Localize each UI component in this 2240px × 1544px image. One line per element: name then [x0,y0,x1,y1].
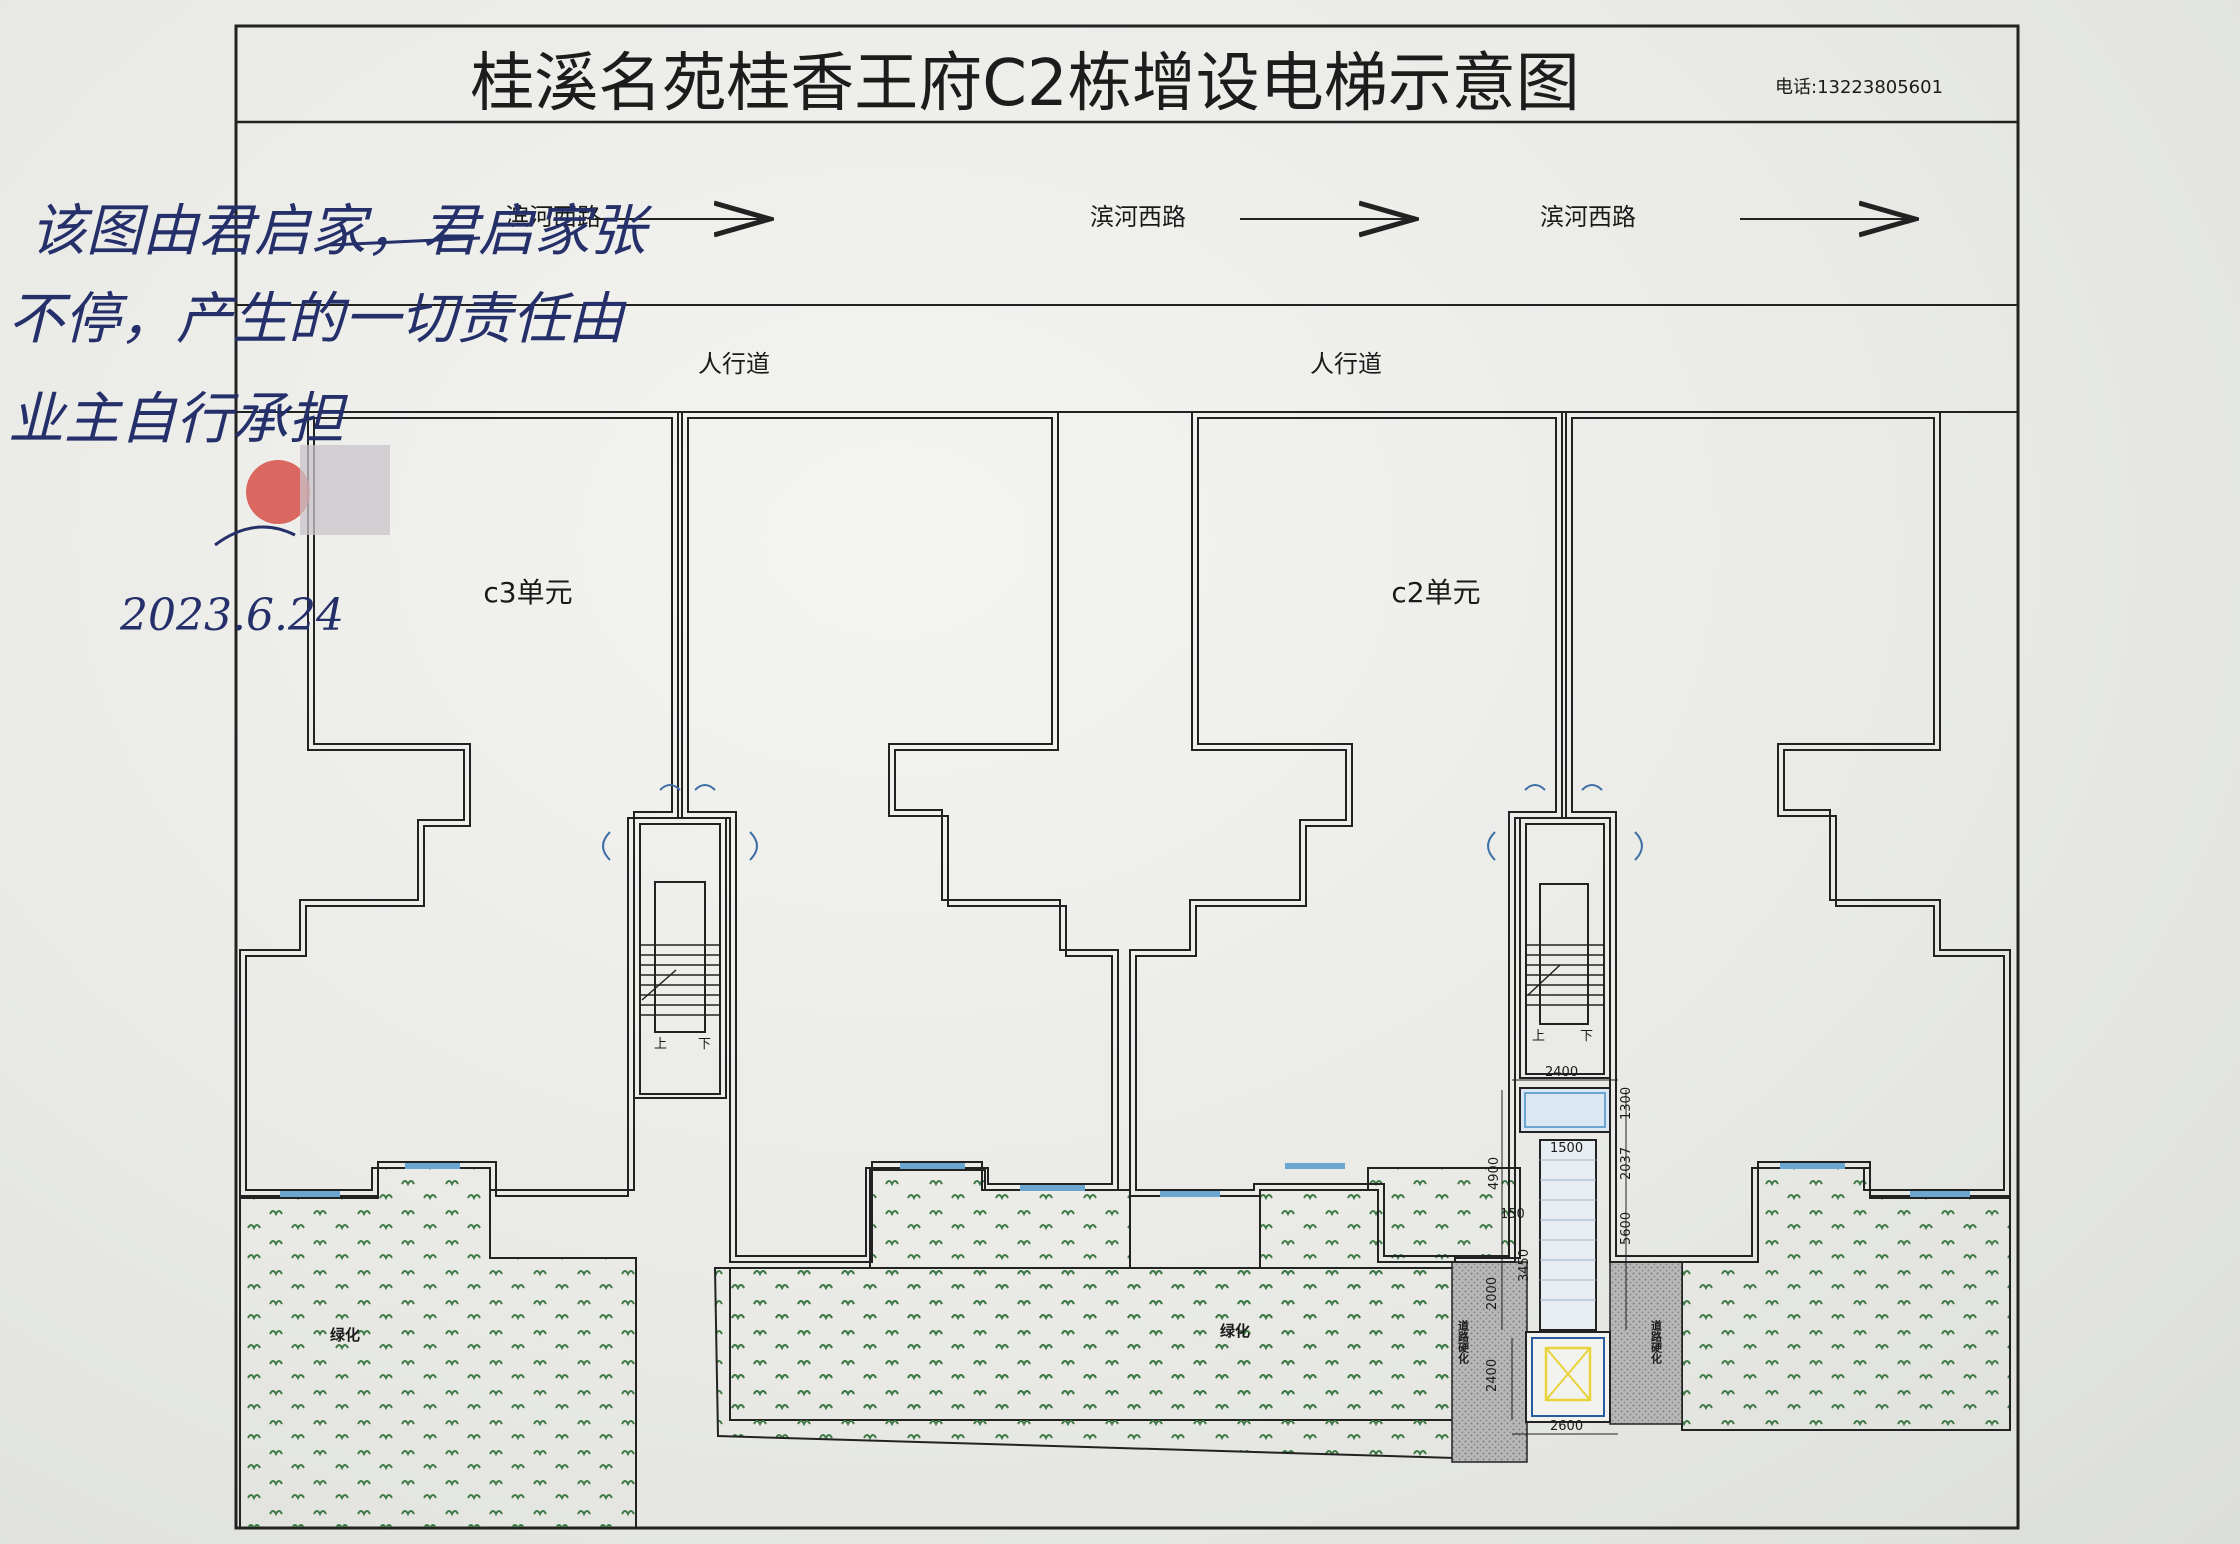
red-stamp [246,460,310,524]
greenery-label-2: 绿化 [1220,1322,1250,1340]
road-widen-label-left: 道路硬化 [1457,1319,1470,1365]
dim-150: 150 [1500,1207,1525,1222]
road-widen-right [1609,1261,1683,1425]
stair-down-c3: 下 [698,1037,711,1052]
dim-5600: 5600 [1619,1212,1634,1245]
dim-2000: 2000 [1485,1277,1500,1310]
road-widen-label-right: 道路硬化 [1650,1319,1663,1365]
stairwell-c2 [1487,784,1643,1079]
stair-up-c2: 上 [1532,1029,1545,1044]
windows [280,1163,1970,1197]
greenery-label-1: 绿化 [330,1326,360,1344]
dim-3450: 3450 [1517,1249,1532,1282]
handwriting-line-1: 该图由君启家，君启家张 [30,199,653,264]
handwriting-line-3: 业主自行承担 [8,387,349,452]
unit-label-c3: c3单元 [483,576,572,609]
sidewalk-label-2: 人行道 [1310,350,1382,378]
road-label-2: 滨河西路 [1090,203,1186,231]
unit-label-c2: c2单元 [1391,576,1480,609]
dim-2400-top: 2400 [1545,1065,1578,1080]
stair-down-c2: 下 [1580,1029,1593,1044]
building-outlines [239,411,2011,1263]
blurred-signature [300,445,390,535]
handwritten-note: 该图由君启家，君启家张 不停，产生的一切责任由 业主自行承担 2023.6.24 [8,199,653,641]
stairwell-c3 [602,784,758,1099]
handwriting-date: 2023.6.24 [119,590,344,641]
phone-number: 电话:13223805601 [1775,77,1943,98]
stair-up-c3: 上 [654,1037,667,1052]
road-label-3: 滨河西路 [1540,203,1636,231]
dim-1300: 1300 [1619,1087,1634,1120]
dim-2600: 2600 [1550,1419,1583,1434]
greenery-areas [239,1167,2011,1529]
dim-4900: 4900 [1487,1157,1502,1190]
dimension-lines [1501,1079,1627,1435]
page-title: 桂溪名苑桂香王府C2栋增设电梯示意图 [470,47,1579,121]
road-widen-left [1451,1261,1528,1463]
drawing-frame [234,24,2020,1530]
road-label-1: 滨河西路 [505,203,601,231]
sidewalk-label-1: 人行道 [698,350,770,378]
elevator-addition [1519,1087,1611,1423]
dim-2400-side: 2400 [1485,1359,1500,1392]
handwriting-line-2: 不停，产生的一切责任由 [8,287,627,352]
dim-1500: 1500 [1550,1141,1583,1156]
dim-2037: 2037 [1619,1147,1634,1180]
